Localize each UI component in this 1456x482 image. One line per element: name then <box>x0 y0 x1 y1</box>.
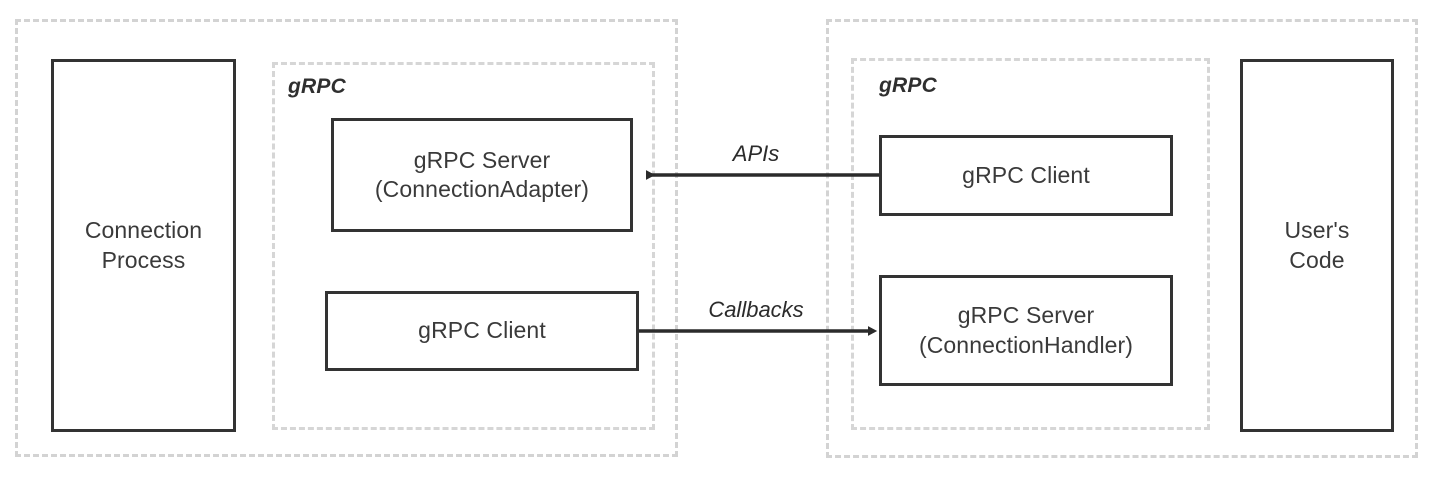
user-code-label: User's Code <box>1284 217 1350 273</box>
apis-edge-label: APIs <box>732 141 780 166</box>
grpc-server-connection-handler-label: gRPC Server (ConnectionHandler) <box>918 302 1134 358</box>
connection-process-group <box>15 19 678 457</box>
left-grpc-client-label: gRPC Client <box>418 317 546 344</box>
grpc-server-connection-adapter-box[interactable]: gRPC Server (ConnectionAdapter) <box>331 118 633 232</box>
right-grpc-client-label: gRPC Client <box>962 161 1090 188</box>
callbacks-edge-label: Callbacks <box>708 297 804 322</box>
user-code-box[interactable]: User's Code <box>1240 59 1394 432</box>
connection-process-label: Connection Process <box>84 217 203 273</box>
left-grpc-group-title: gRPC <box>288 75 346 98</box>
right-grpc-group <box>851 58 1210 430</box>
right-grpc-group-title: gRPC <box>879 74 937 97</box>
left-grpc-group <box>272 62 655 430</box>
right-grpc-client-box[interactable]: gRPC Client <box>879 135 1173 216</box>
grpc-server-connection-handler-box[interactable]: gRPC Server (ConnectionHandler) <box>879 275 1173 386</box>
left-grpc-client-box[interactable]: gRPC Client <box>325 291 639 371</box>
user-code-group <box>826 19 1418 458</box>
connection-process-box[interactable]: Connection Process <box>51 59 236 432</box>
grpc-server-connection-adapter-label: gRPC Server (ConnectionAdapter) <box>374 146 590 202</box>
